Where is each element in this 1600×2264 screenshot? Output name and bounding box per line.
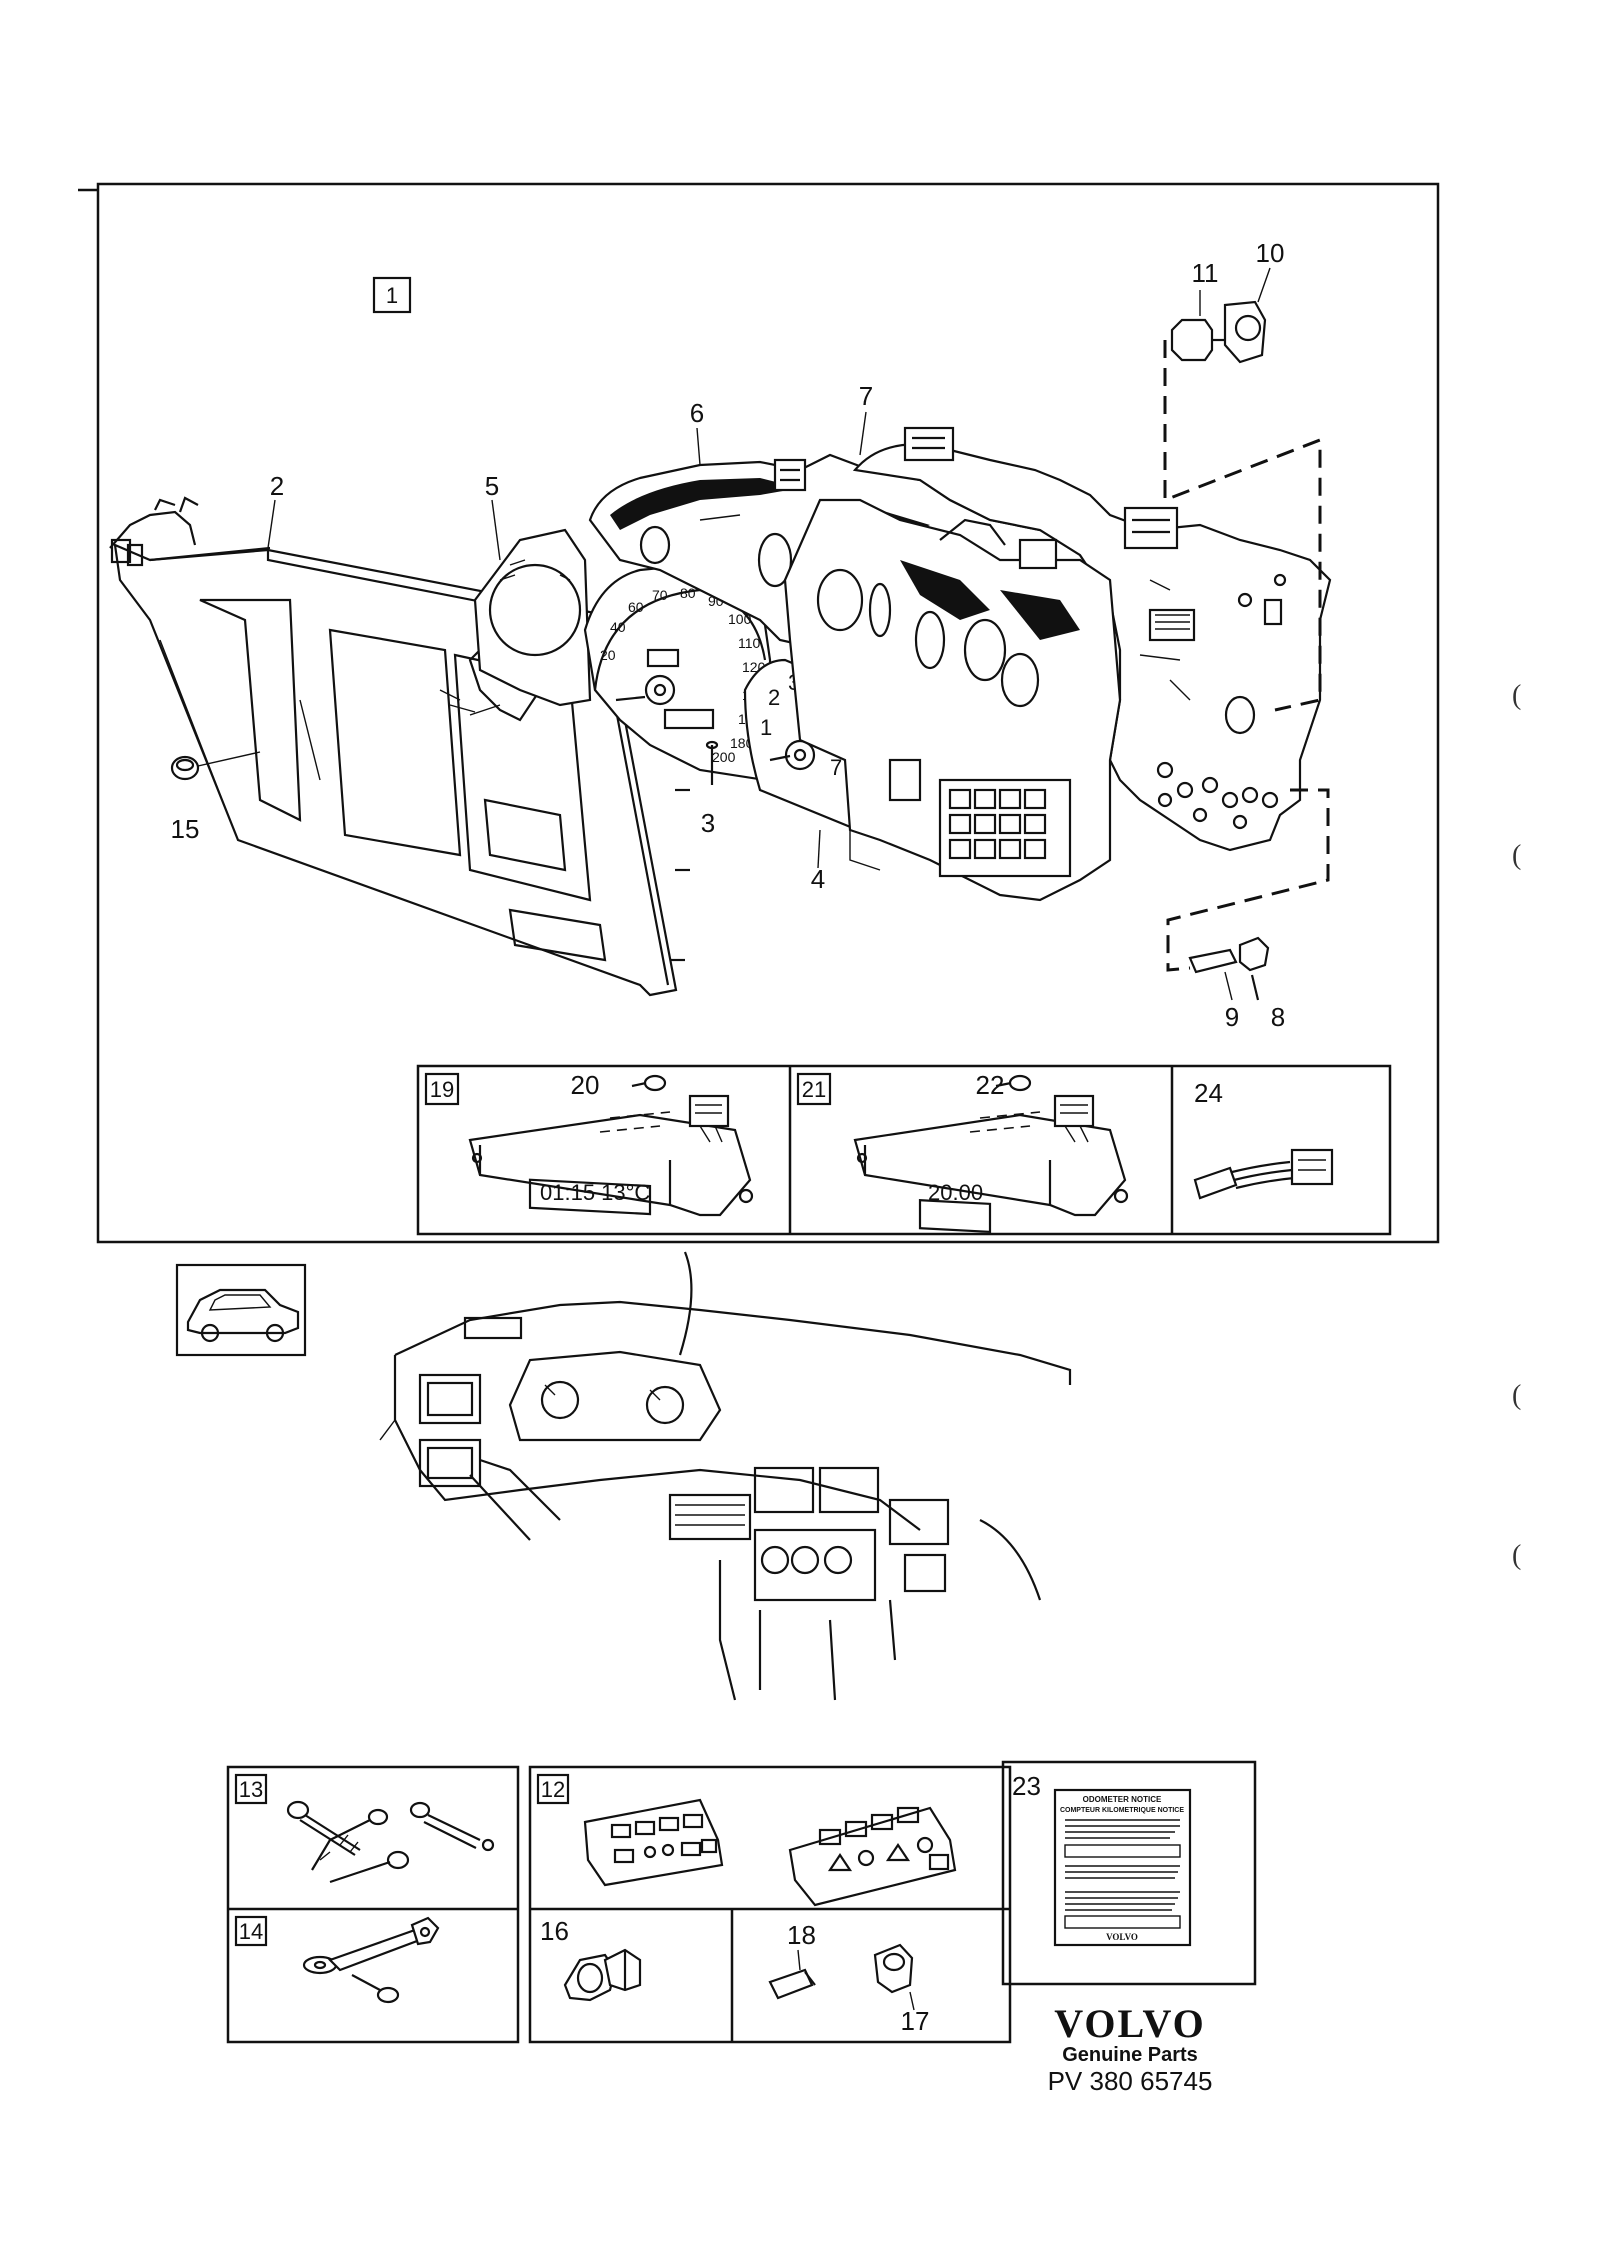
knob-part-15 (170, 751, 261, 781)
tacho-num-1: 1 (760, 715, 772, 740)
bulb-part-18 (768, 1968, 816, 2000)
callout-3: 3 (701, 808, 715, 838)
speedometer-part-3: 20 40 60 70 80 90 100 110 120 140 160 18… (583, 563, 772, 785)
speedo-num-60: 60 (628, 599, 644, 615)
accessory-grid (226, 1760, 1257, 2044)
speedo-num-80: 80 (680, 585, 696, 601)
circuit-board-part-7 (852, 426, 1332, 852)
group-label-box (372, 276, 412, 314)
margin-mark-2: ( (1512, 840, 1522, 871)
bracket-part-14 (302, 1916, 440, 2004)
callout-18: 18 (787, 1920, 816, 1950)
box-label-21-frame (796, 1072, 832, 1106)
callout-4: 4 (811, 864, 825, 894)
box-label-13: 13 (239, 1777, 263, 1802)
margin-mark-4: ( (1512, 1540, 1522, 1571)
leader-8-9 (1166, 788, 1330, 972)
display-19-readout: 01:15 13°C (540, 1180, 650, 1205)
speedo-num-110: 110 (738, 635, 761, 651)
dashboard-view (379, 1251, 1072, 1701)
socket-part-10 (1223, 267, 1271, 364)
switch-panel-part-12a (583, 1798, 724, 1887)
callout-8: 8 (1271, 1002, 1285, 1032)
box-label-19: 19 (430, 1077, 454, 1102)
callout-16: 16 (540, 1916, 569, 1946)
speedo-num-20: 20 (600, 647, 616, 663)
callout-6: 6 (690, 398, 704, 428)
callout-2: 2 (270, 471, 284, 501)
screw-set-part-13 (286, 1800, 495, 1884)
box-label-14: 14 (239, 1919, 263, 1944)
callout-10: 10 (1256, 238, 1285, 268)
box-label-19-frame (424, 1072, 460, 1106)
bulb-part-9 (1188, 948, 1238, 1001)
box-label-13-frame (234, 1773, 268, 1805)
callout-23: 23 (1012, 1771, 1041, 1801)
callout-9: 9 (1225, 1002, 1239, 1032)
bulb-part-11 (1170, 290, 1225, 362)
box-label-12: 12 (541, 1777, 565, 1802)
odometer-notice-label: ODOMETER NOTICE COMPTEUR KILOMETRIQUE NO… (1053, 1788, 1192, 1947)
dial-part-5 (473, 528, 592, 707)
margin-mark-3: ( (1512, 1380, 1522, 1411)
callout-17: 17 (901, 2006, 930, 2036)
leader-10-11 (1163, 340, 1322, 712)
callout-7: 7 (859, 381, 873, 411)
display-units-panel (416, 1064, 1392, 1236)
harness-part-24 (1193, 1148, 1334, 1200)
car-model-icon (175, 1263, 307, 1357)
socket-part-17 (873, 1943, 915, 2011)
screw-part-20 (631, 1074, 667, 1092)
brand-subtitle: Genuine Parts (1062, 2044, 1198, 2066)
speedo-num-40: 40 (610, 619, 626, 635)
display-21-readout: 20.00 (928, 1180, 983, 1205)
box-label-12-frame (536, 1773, 570, 1805)
display-unit-21: 20.00 (853, 1094, 1129, 1234)
instrument-housing-part-2 (109, 496, 690, 997)
callout-20: 20 (571, 1070, 600, 1100)
margin-mark-1: ( (1512, 680, 1522, 711)
display-unit-19: 01:15 13°C (468, 1094, 754, 1217)
tacho-num-7: 7 (830, 755, 842, 780)
callout-11: 11 (1192, 258, 1219, 288)
switch-panel-part-12b (788, 1806, 957, 1907)
callout-22: 22 (976, 1070, 1005, 1100)
box-label-21: 21 (802, 1077, 826, 1102)
speedo-num-70: 70 (652, 587, 668, 603)
socket-part-8 (1238, 936, 1270, 1001)
speedo-num-200: 200 (712, 749, 736, 765)
socket-part-16 (563, 1948, 642, 2002)
group-label-1: 1 (386, 283, 398, 308)
callout-24: 24 (1194, 1078, 1223, 1108)
screw-part-22 (995, 1074, 1032, 1092)
part-code: PV 380 65745 (1047, 2066, 1213, 2096)
instrument-case (783, 498, 1122, 902)
box-label-14-frame (234, 1915, 268, 1947)
main-frame (96, 182, 1440, 1244)
speedo-num-100: 100 (728, 611, 752, 627)
brand-logo-text: VOLVO (1054, 2001, 1206, 2046)
notice-title: ODOMETER NOTICE (1083, 1795, 1162, 1804)
tacho-num-2: 2 (768, 685, 780, 710)
notice-subtitle: COMPTEUR KILOMETRIQUE NOTICE (1060, 1807, 1184, 1814)
callout-15: 15 (171, 814, 200, 844)
notice-brand: VOLVO (1106, 1932, 1138, 1942)
callout-5: 5 (485, 471, 499, 501)
